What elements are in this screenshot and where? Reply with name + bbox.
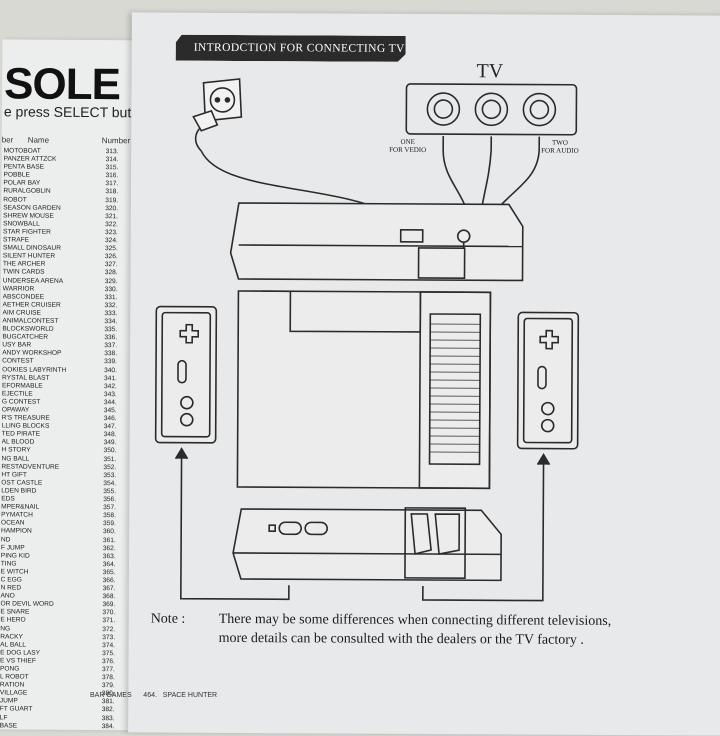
bottom-game-left: BAR GAMES (90, 692, 132, 699)
back-page-subtitle: e press SELECT butto (4, 103, 143, 120)
power-adapter-icon (193, 111, 217, 151)
back-page-bottom-row: BAR GAMES 464. SPACE HUNTER (90, 692, 217, 699)
right-controller (518, 312, 579, 448)
console-front-view (233, 507, 501, 580)
game-list-item: UNDERSEA ARENA (3, 277, 101, 286)
note-label: Note : (151, 610, 186, 629)
col-header-name: Name (28, 136, 49, 145)
tv-av-panel (406, 84, 576, 135)
game-list-item: BASE (0, 722, 98, 731)
game-number-item: 384. (102, 723, 132, 731)
bottom-number: 464. (143, 692, 157, 699)
bottom-game-right: SPACE HUNTER (163, 692, 217, 699)
col-header-number: ber (2, 135, 14, 144)
arrow-up-icon (176, 449, 188, 459)
left-controller (156, 307, 217, 443)
arrow-up-icon (538, 455, 550, 465)
note-text: There may be some differences when conne… (219, 610, 631, 650)
console-top-view (237, 291, 490, 488)
console-rear-view (230, 203, 522, 281)
game-list-item: OOKIES LABYRINTH (2, 366, 100, 375)
col-header-number-right: Number (102, 136, 131, 145)
front-manual-page: INTRODCTION FOR CONNECTING TV TV ONE FOR… (128, 12, 720, 735)
